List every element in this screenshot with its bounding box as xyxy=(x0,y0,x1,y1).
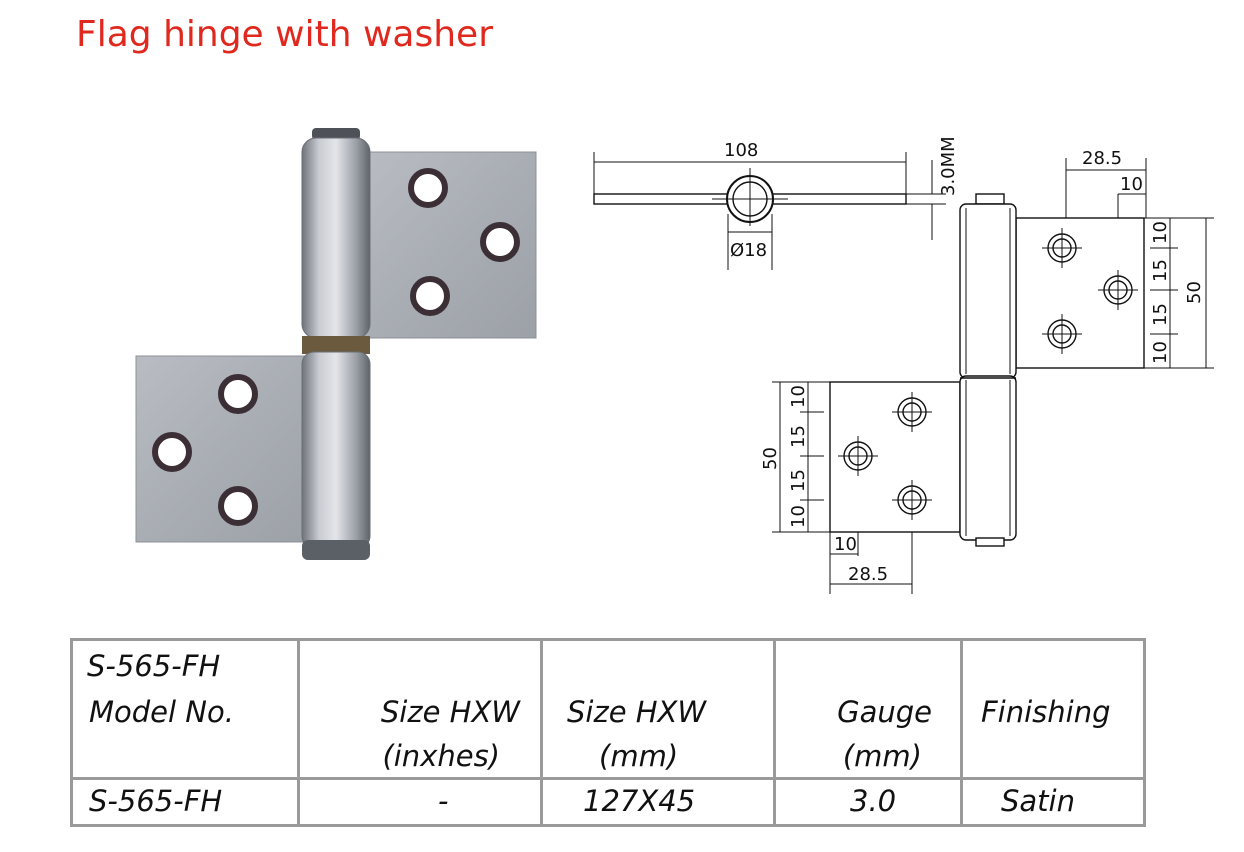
dim-right-2: 15 xyxy=(1150,259,1171,282)
dim-thickness: 3.0MM xyxy=(938,136,959,196)
dim-left-1: 10 xyxy=(788,385,809,408)
dim-diameter: Ø18 xyxy=(730,240,767,261)
dim-left-2: 15 xyxy=(788,425,809,448)
header-finishing: Finishing xyxy=(960,638,1146,780)
dim-right-1: 10 xyxy=(1150,221,1171,244)
dim-10-bottom: 10 xyxy=(834,534,857,555)
header-gauge-line2: (mm) xyxy=(842,739,922,773)
cell-model: S-565-FH xyxy=(70,777,300,827)
header-size-mm-line1: Size HXW xyxy=(567,695,707,729)
header-size-in: Size HXW (inxhes) xyxy=(297,638,543,780)
header-model: S-565-FH Model No. xyxy=(70,638,300,780)
dim-right-4: 10 xyxy=(1150,341,1171,364)
cell-finishing-text: Satin xyxy=(1001,784,1075,818)
cell-finishing: Satin xyxy=(960,777,1146,827)
dim-right-3: 15 xyxy=(1150,303,1171,326)
header-size-mm-line2: (mm) xyxy=(599,739,679,773)
dim-left-3: 15 xyxy=(788,469,809,492)
table-row: S-565-FH - 127X45 3.0 Satin xyxy=(70,777,1146,827)
dim-left-4: 10 xyxy=(788,505,809,528)
header-size-in-line2: (inxhes) xyxy=(382,739,500,773)
table-header-row: S-565-FH Model No. Size HXW (inxhes) Siz… xyxy=(70,638,1146,780)
page-title: Flag hinge with washer xyxy=(76,14,493,55)
header-gauge-line1: Gauge xyxy=(837,695,932,729)
dim-50-right: 50 xyxy=(1184,281,1205,304)
cell-size-mm-text: 127X45 xyxy=(583,784,696,818)
dim-10-top: 10 xyxy=(1120,174,1143,195)
cell-size-in: - xyxy=(297,777,543,827)
header-gauge: Gauge (mm) xyxy=(773,638,963,780)
cell-model-text: S-565-FH xyxy=(89,784,223,818)
cell-size-mm: 127X45 xyxy=(540,777,776,827)
hinge-photo xyxy=(135,128,537,560)
dim-28-5-top: 28.5 xyxy=(1082,148,1122,169)
dim-108: 108 xyxy=(724,140,758,161)
header-finishing-label: Finishing xyxy=(981,695,1111,729)
product-illustration: 108 Ø18 3.0MM xyxy=(135,128,1214,594)
cell-gauge: 3.0 xyxy=(773,777,963,827)
dim-50-left: 50 xyxy=(760,447,781,470)
cell-size-in-text: - xyxy=(438,784,449,818)
header-model-line1: S-565-FH xyxy=(87,649,221,683)
cell-gauge-text: 3.0 xyxy=(850,784,897,818)
top-view-drawing xyxy=(593,152,946,270)
header-size-mm: Size HXW (mm) xyxy=(540,638,776,780)
dim-28-5-bottom: 28.5 xyxy=(848,564,888,585)
spec-table: S-565-FH Model No. Size HXW (inxhes) Siz… xyxy=(70,638,1146,827)
front-view-drawing xyxy=(772,158,1214,594)
header-model-line2: Model No. xyxy=(89,695,234,729)
header-size-in-line1: Size HXW xyxy=(380,695,520,729)
